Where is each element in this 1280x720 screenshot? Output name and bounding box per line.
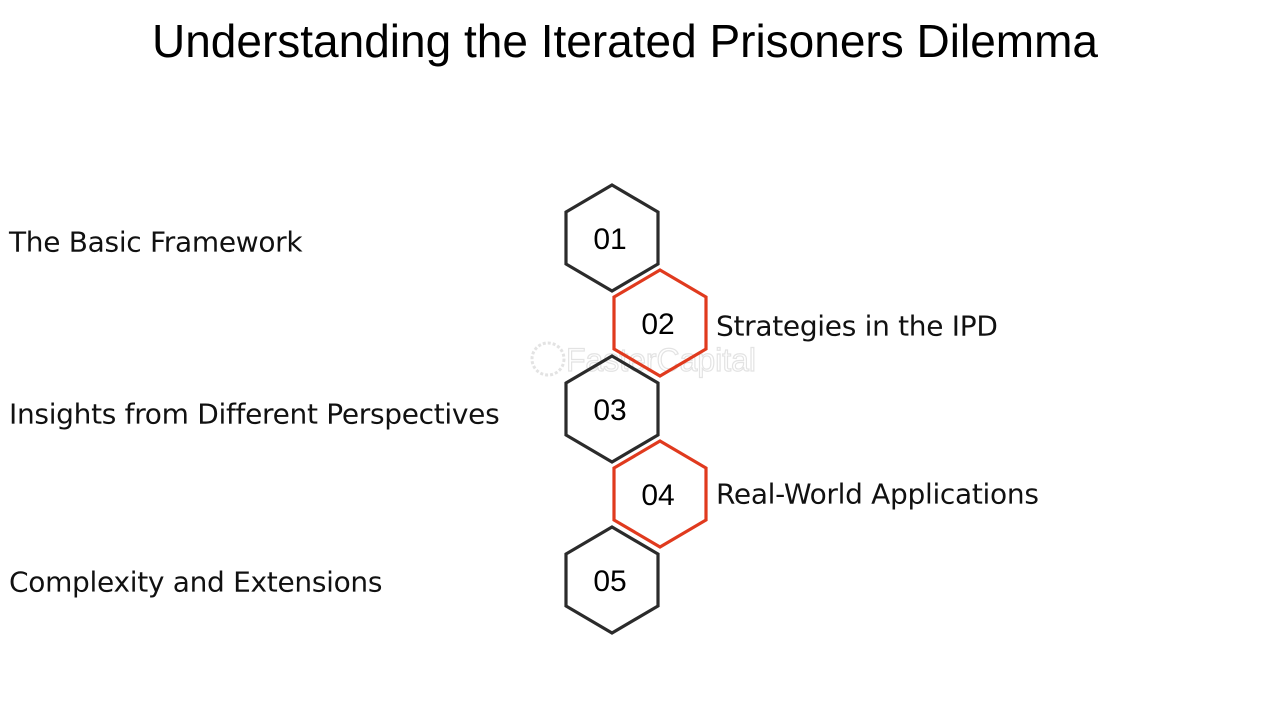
step-number: 03	[593, 394, 626, 427]
hexagon-outline	[564, 183, 660, 293]
hexagon-step-01: 01	[564, 183, 660, 293]
page-title: Understanding the Iterated Prisoners Dil…	[151, 15, 1098, 67]
step-number: 04	[641, 479, 674, 512]
step-label-03: Insights from Different Perspectives	[9, 397, 500, 431]
hexagon-step-02: 02	[612, 268, 708, 378]
step-label-05: Complexity and Extensions	[9, 565, 383, 599]
step-label-04: Real-World Applications	[716, 477, 1039, 511]
watermark-logo: FasterCapital	[530, 341, 757, 379]
step-number: 05	[593, 565, 626, 598]
hexagon-outline	[612, 268, 708, 378]
svg-text:FasterCapital: FasterCapital	[566, 342, 756, 378]
hexagon-step-04: 04	[612, 439, 708, 549]
hexagon-outline	[612, 439, 708, 549]
step-label-02: Strategies in the IPD	[716, 309, 998, 343]
step-number: 02	[641, 308, 674, 341]
step-label-01: The Basic Framework	[9, 225, 303, 259]
hexagon-step-05: 05	[564, 525, 660, 635]
hexagon-step-03: 03	[564, 354, 660, 464]
hexagon-outline	[564, 354, 660, 464]
hexagon-outline	[564, 525, 660, 635]
step-number: 01	[593, 223, 626, 256]
